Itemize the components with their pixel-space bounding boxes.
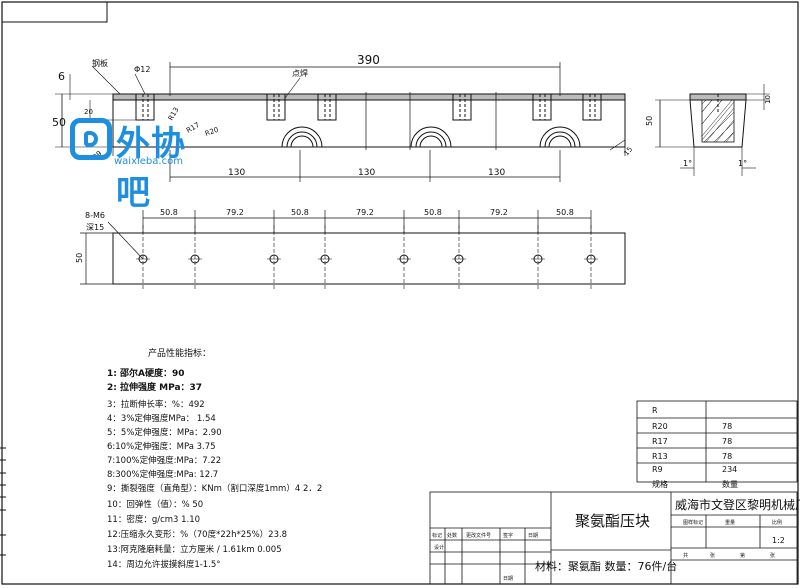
tb-label-10: 共 [683, 552, 688, 559]
spec-item: 6:10%定伸强度：MPa 3.75 [107, 442, 216, 452]
company-name: 威海市文登区黎明机械厂 [675, 497, 800, 512]
dim-130-c: 130 [488, 168, 505, 178]
tb-label-1: 标记 [432, 532, 442, 539]
tb-label-6: 设计 [434, 544, 444, 551]
rtable-footer-qty: 数量 [722, 479, 738, 489]
tb-label-8: 重量 [725, 519, 735, 526]
label-spot-weld: 点焊 [292, 68, 308, 78]
tb-label-4: 签字 [503, 532, 513, 539]
dim-130-b: 130 [358, 168, 375, 178]
rtable-q-1: 78 [722, 422, 732, 431]
spacing-1: 50.8 [160, 208, 178, 217]
dim-20: 20 [84, 108, 93, 116]
rtable-r-3: R13 [652, 452, 668, 461]
radius-table-grid [636, 400, 798, 483]
tb-label-13: 张 [770, 552, 775, 559]
hole-pockets [135, 93, 602, 121]
spec-item: 14：周边允许拔摸斜度1-1.5° [107, 560, 221, 570]
label-steel-plate: 钢板 [92, 58, 108, 68]
tb-label-2: 处数 [447, 532, 457, 539]
dim-6: 6 [58, 70, 65, 83]
rtable-r-2: R17 [652, 437, 668, 446]
spec-item: 5：5%定伸强度：MPa：2.90 [107, 428, 222, 438]
spacing-7: 50.8 [556, 208, 574, 217]
spec-item: 11：密度：g/cm3 1.10 [107, 515, 201, 525]
watermark-logo-icon [70, 118, 112, 160]
tb-label-9: 比例 [772, 519, 782, 526]
top-plate [112, 93, 626, 101]
spacing-4: 79.2 [356, 208, 374, 217]
spacing-2: 79.2 [226, 208, 244, 217]
rtable-q-2: 78 [722, 437, 732, 446]
label-hole-dia: Φ12 [134, 65, 150, 74]
rtable-q-3: 78 [722, 452, 732, 461]
spec-item: 13:阿克隆磨耗量：立方厘米 / 1.61km 0.005 [107, 545, 282, 555]
scale-value: 1:2 [772, 536, 785, 545]
tb-label-12: 第 [740, 552, 745, 559]
watermark-text: 外协吧 [116, 124, 186, 213]
hole-depth: 深15 [86, 223, 104, 232]
bottom-dim-50: 50 [75, 253, 84, 263]
bolt-holes [138, 254, 596, 264]
title-block-grid [429, 491, 798, 585]
spec-item: 8:300%定伸强度:MPa: 12.7 [107, 470, 219, 480]
dim-130-a: 130 [228, 168, 245, 178]
corner-box [1, 1, 108, 23]
spec-item: 4：3%定伸强度MPa： 1.54 [107, 414, 216, 424]
rtable-q-4: 234 [722, 465, 737, 474]
spec-item: 3：拉断伸长率：%：492 [107, 400, 205, 410]
dim-390: 390 [357, 53, 380, 67]
spec-item: 12:压缩永久变形：%（70度*22h*25%）23.8 [107, 530, 288, 540]
rtable-r-1: R20 [652, 422, 668, 431]
watermark-url: waixieba.com [114, 156, 183, 167]
spec-item: 2: 拉伸强度 MPa：37 [107, 383, 203, 393]
tb-label-11: 张 [710, 552, 715, 559]
spacing-3: 50.8 [291, 208, 309, 217]
rtable-footer-r: 规格 [652, 479, 668, 489]
rtable-r-4: R9 [652, 465, 663, 474]
bottom-body [112, 232, 626, 285]
part-name: 聚氨酯压块 [575, 512, 650, 530]
spec-item: 7:100%定伸强度:MPa：7.22 [107, 456, 222, 466]
section-dim-10: 10 [764, 95, 772, 104]
rtable-header-r: R [652, 406, 658, 415]
spacing-5: 50.8 [424, 208, 442, 217]
radius-arcs [281, 126, 581, 148]
spec-item: 9：撕裂强度（直角型）：KNm（割口深度1mm）4 2．2 [107, 484, 323, 494]
dim-50-top: 50 [52, 116, 66, 129]
section-angle-right: 1° [738, 159, 747, 168]
hole-spec: 8-M6 [85, 211, 105, 220]
section-angle-left: 1° [683, 159, 692, 168]
top-body [112, 99, 626, 148]
material-qty: 材料：聚氨酯 数量：76件/台 [535, 559, 677, 573]
spec-item: 1: 邵尔A硬度：90 [107, 369, 185, 379]
section-dim-50: 50 [645, 116, 654, 126]
watermark: 外协吧 waixieba.com [70, 118, 210, 213]
tb-label-7: 图样标记 [683, 519, 703, 526]
spacing-6: 79.2 [490, 208, 508, 217]
specs-title: 产品性能指标： [148, 349, 212, 359]
label-corner-15: 15 [622, 145, 634, 157]
section-view [655, 84, 770, 176]
tb-label-5: 日期 [528, 533, 538, 539]
tb-label-3: 更改文件号 [466, 532, 491, 539]
tb-label-14: 日期 [503, 576, 513, 582]
spec-item: 10：回弹性（值）：% 50 [107, 500, 204, 510]
section-hatch [701, 99, 735, 143]
